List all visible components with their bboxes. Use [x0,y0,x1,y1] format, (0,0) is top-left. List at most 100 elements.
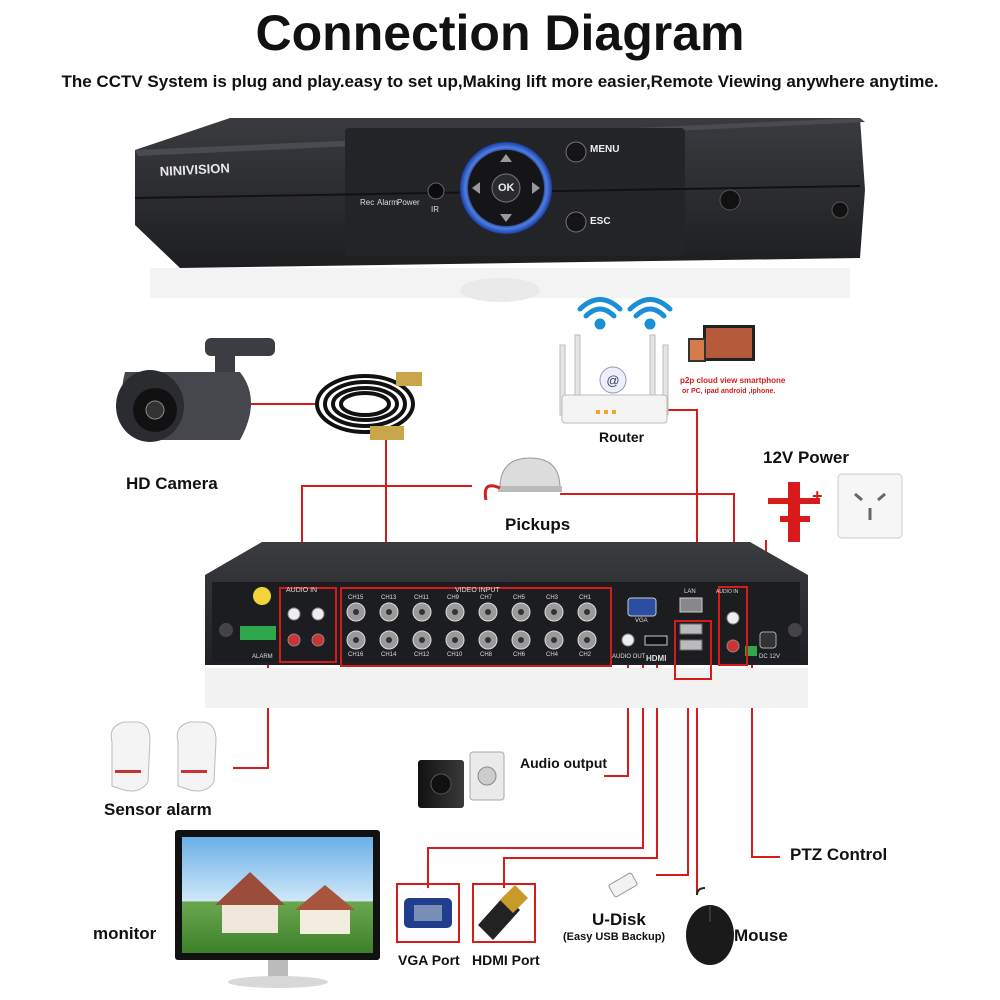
brand-logo: NINIVISION [159,160,230,179]
channel-label: CH12 [414,652,430,658]
channel-label: CH15 [348,595,364,601]
rear-usb-port-1[interactable] [679,623,703,635]
ir-label: IR [431,205,439,214]
channel-label: CH13 [381,595,397,601]
vga-connector-image [404,898,452,928]
audio-in-label: AUDIO IN [286,587,318,594]
bnc-ch1-pin [584,609,590,615]
rear-audio-in-right-label: AUDIO IN [716,589,739,595]
bnc-video-inputs[interactable] [346,602,597,650]
mouse-label: Mouse [734,926,788,945]
audio-in-jacks[interactable] [287,607,325,647]
ok-button[interactable] [491,173,521,203]
usb-disk-image [608,872,638,898]
bnc-cable-image [315,372,422,440]
rear-audio-out[interactable] [621,633,635,647]
usb-highlight [674,620,712,680]
mouse-image [686,887,734,965]
diagram-subtitle: The CCTV System is plug and play.easy to… [61,72,939,91]
audio-in-highlight [279,587,337,663]
pickup-microphone-image [483,457,562,501]
channel-label: CH5 [513,595,526,601]
rear-lan-port[interactable] [679,597,703,613]
rear-hdmi-label: HDMI [646,654,667,663]
rear-vga-label: VGA [635,618,648,624]
bnc-ch5-pin [518,609,524,615]
u-disk-sub-label: (Easy USB Backup) [563,931,666,943]
u-disk-label: U-Disk [592,910,646,929]
bnc-ch14-pin [386,637,392,643]
sensor-alarm-label: Sensor alarm [104,800,212,819]
channel-label: CH4 [546,652,559,658]
bnc-ch3-pin [551,609,557,615]
bnc-ch11-pin [419,609,425,615]
bnc-ch4-pin [551,637,557,643]
pickups-label: Pickups [505,515,571,534]
audio-in-right-highlight [718,586,748,666]
hdmi-port-label: HDMI Port [472,952,540,968]
led-rec-label: Rec [360,198,375,207]
bnc-ch7-pin [485,609,491,615]
channel-label: CH2 [579,652,592,658]
wifi-icon [577,297,673,330]
menu-label: MENU [590,144,620,155]
monitor-label: monitor [93,924,157,943]
channel-label: CH9 [447,595,460,601]
channel-label: CH10 [447,652,463,658]
diagram-title: Connection Diagram [255,5,745,61]
power-symbol-icon: + [768,482,823,542]
channel-label: CH8 [480,652,493,658]
bnc-ch9-pin [452,609,458,615]
wall-socket-image [837,473,903,539]
vga-port-box [396,883,460,943]
router-image: @ [559,334,669,424]
esc-button[interactable] [565,211,587,233]
channel-label: CH11 [414,595,429,601]
bnc-ch10-pin [452,637,458,643]
hd-camera-label: HD Camera [126,474,218,493]
bnc-ch12-pin [419,637,425,643]
cloud-text-2: or PC, ipad android ,iphone. [682,388,776,395]
audio-output-label: Audio output [520,755,608,771]
rear-vga-port[interactable] [627,597,657,617]
ir-sensor [427,182,445,200]
channel-label: CH6 [513,652,526,658]
channel-label: CH16 [348,652,364,658]
rear-usb-port-2[interactable] [679,639,703,651]
video-input-highlight [340,587,612,667]
hdmi-port-box [472,883,536,943]
channel-label: CH14 [381,652,397,658]
dvr-front-unit [134,118,865,268]
bnc-ch6-pin [518,637,524,643]
power-label: 12V Power [763,448,849,467]
rear-hdmi-port[interactable] [644,635,668,646]
menu-button[interactable] [565,141,587,163]
dvr-rear-panel [205,542,808,665]
rear-alarm-label: ALARM [252,654,273,660]
esc-label: ESC [590,216,611,227]
channel-label: CH3 [546,595,559,601]
hdmi-connector-image [478,885,528,940]
bnc-ch16-pin [353,637,359,643]
svg-text:+: + [812,486,823,506]
cloud-devices-image [688,325,755,362]
rear-dc-jack[interactable] [759,631,777,649]
rear-lan-label: LAN [684,589,696,595]
led-alarm-label: Alarm [377,198,398,207]
router-label: Router [599,429,645,445]
sensor-alarm-image [110,721,217,792]
hd-camera-image [116,338,275,442]
ptz-control-label: PTZ Control [790,845,888,864]
ok-label: OK [498,182,515,194]
bnc-ch8-pin [485,637,491,643]
cloud-text-1: p2p cloud view smartphone [680,376,786,385]
rear-dc-label: DC 12V [759,654,781,660]
bnc-ch13-pin [386,609,392,615]
vga-port-label: VGA Port [398,952,460,968]
channel-label: CH7 [480,595,493,601]
video-input-label: VIDEO INPUT [455,587,500,594]
speaker-image [418,751,505,808]
bnc-ch15-pin [353,609,359,615]
led-power-label: Power [397,198,420,207]
svg-text:@: @ [606,373,619,388]
